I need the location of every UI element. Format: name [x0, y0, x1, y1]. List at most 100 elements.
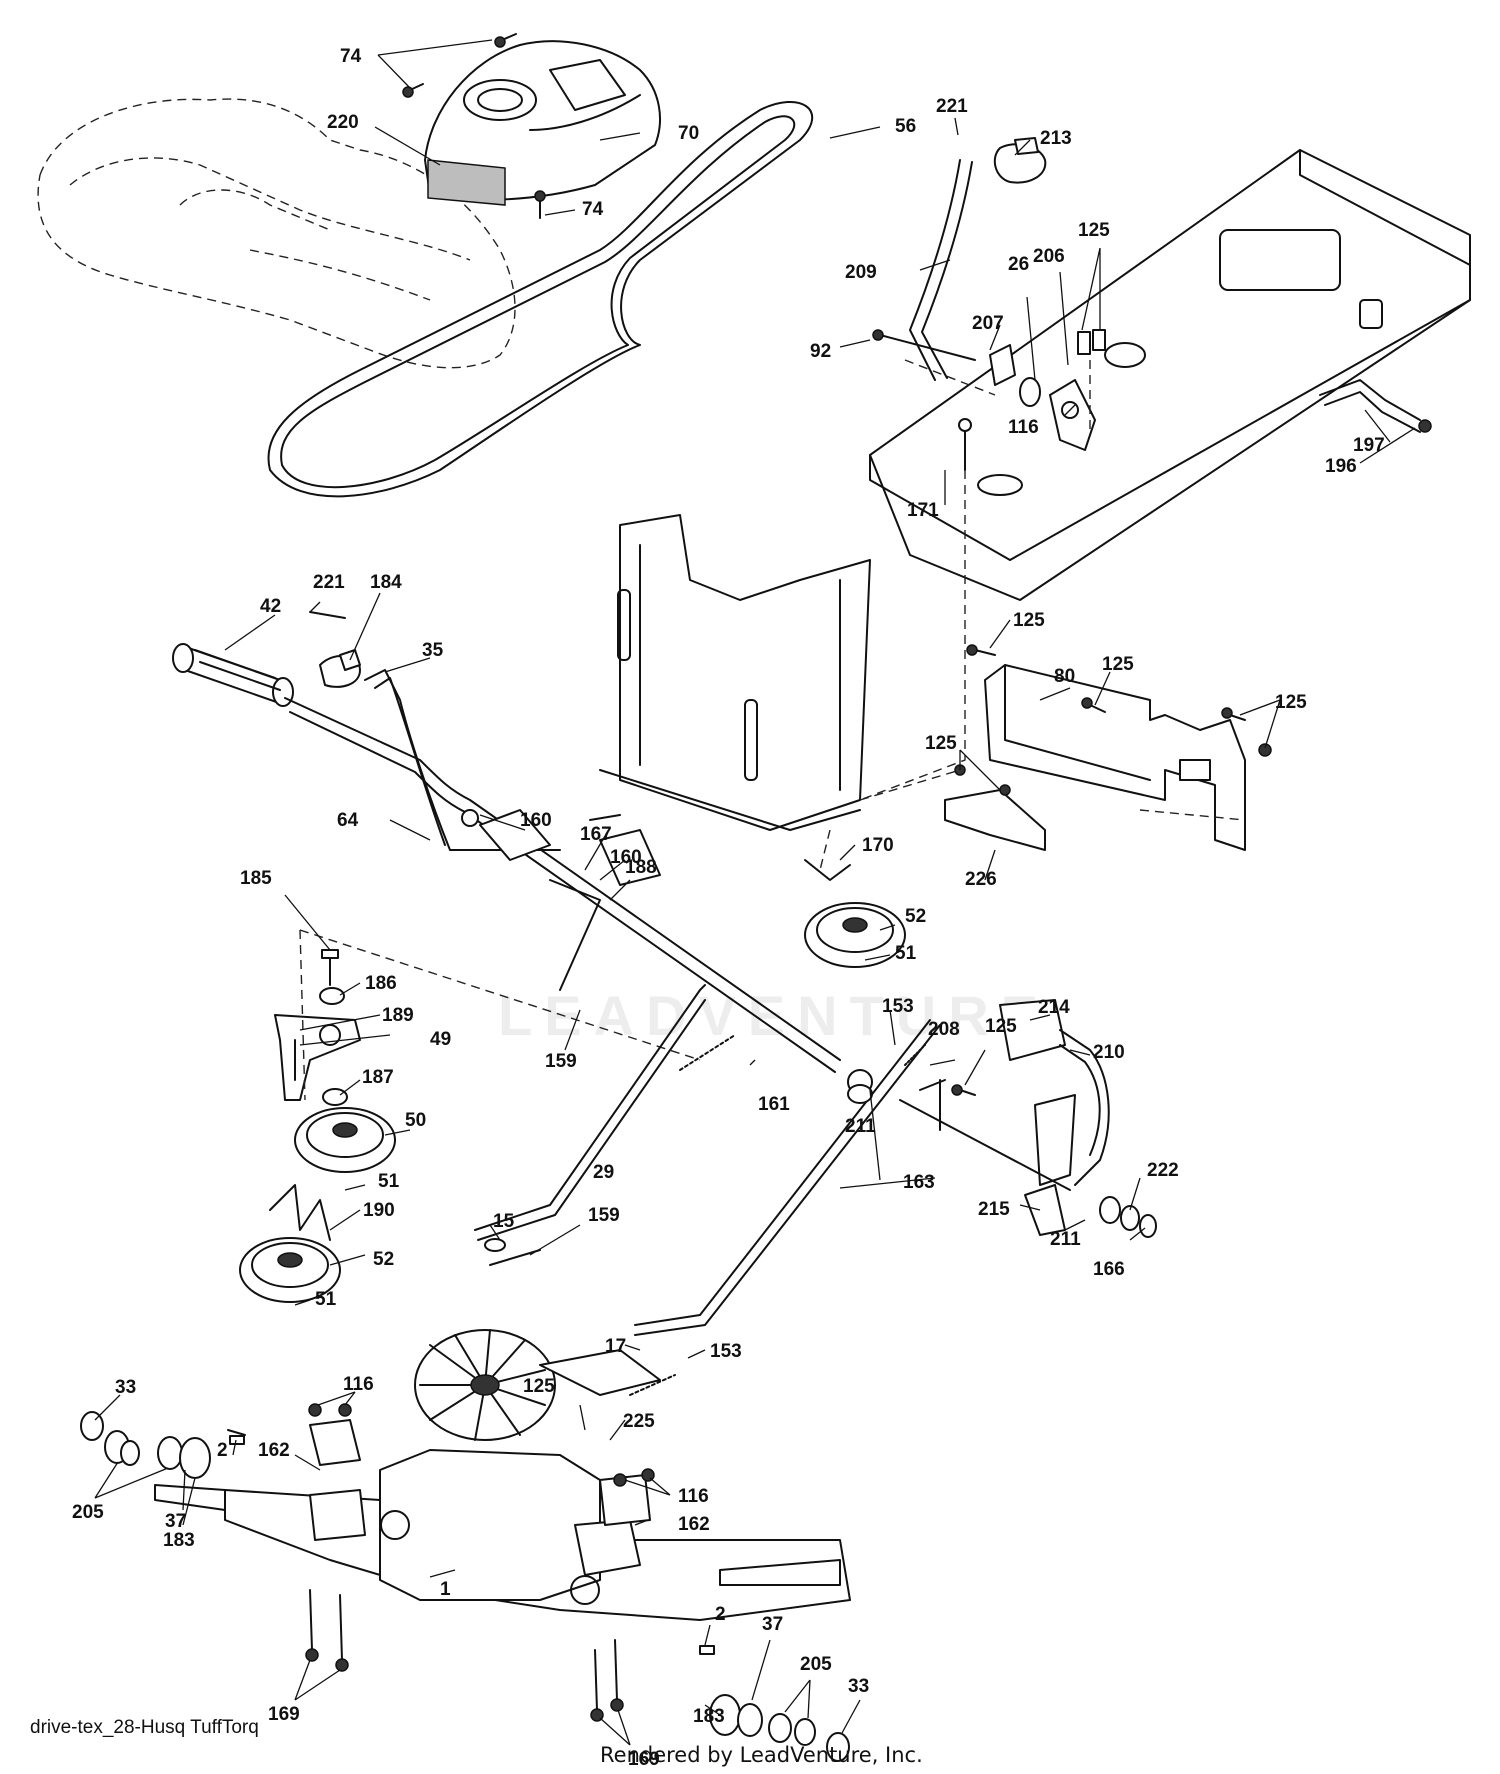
callout-211: 211 — [1050, 1229, 1081, 1250]
callout-221: 221 — [313, 572, 345, 593]
callout-210: 210 — [1093, 1042, 1125, 1063]
callout-116: 116 — [1008, 417, 1039, 438]
callout-188: 188 — [625, 857, 657, 878]
washers-and-pins — [484, 1084, 873, 1266]
callout-56: 56 — [895, 116, 916, 137]
callout-162: 162 — [258, 1440, 290, 1461]
callout-209: 209 — [845, 262, 877, 283]
idler-bracket — [274, 949, 361, 1106]
callout-163: 163 — [903, 1172, 935, 1193]
callout-205: 205 — [800, 1654, 832, 1675]
callout-208: 208 — [928, 1019, 960, 1040]
callout-153: 153 — [710, 1341, 742, 1362]
diagram-caption: drive-tex_28-Husq TuffTorq — [30, 1717, 259, 1738]
callout-187: 187 — [362, 1067, 394, 1088]
transaxle — [154, 1329, 851, 1621]
pulley-52-lower — [239, 1237, 341, 1303]
drive-belt — [267, 101, 814, 498]
callout-1: 1 — [440, 1579, 451, 1600]
callout-167: 167 — [580, 824, 612, 845]
fender-cover — [424, 40, 661, 206]
callout-215: 215 — [978, 1199, 1010, 1220]
watermark: LEADVENTURE — [498, 984, 1051, 1047]
render-credit: Rendered by LeadVenture, Inc. — [600, 1743, 923, 1767]
lift-lever — [909, 137, 1047, 381]
callout-labels: 74 220 70 74 56 221 213 125 206 26 209 2… — [72, 46, 1385, 1770]
callout-221: 221 — [936, 96, 968, 117]
callout-162: 162 — [678, 1514, 710, 1535]
callout-125: 125 — [1078, 220, 1110, 241]
callout-160: 160 — [610, 847, 642, 868]
callout-2: 2 — [217, 1440, 228, 1461]
callout-183: 183 — [693, 1706, 725, 1727]
pulley-50 — [294, 1107, 396, 1173]
callout-74: 74 — [582, 199, 604, 220]
callout-125: 125 — [985, 1016, 1017, 1037]
rod-163 — [634, 1019, 941, 1336]
callout-185: 185 — [240, 868, 272, 889]
callout-51: 51 — [315, 1289, 337, 1310]
callout-74: 74 — [340, 46, 362, 67]
lift-bracket — [872, 329, 1106, 471]
callout-183: 183 — [163, 1530, 195, 1551]
bolts-125 — [951, 644, 1272, 1096]
callout-64: 64 — [337, 810, 359, 831]
callout-2: 2 — [715, 1604, 726, 1625]
callout-49: 49 — [430, 1029, 451, 1050]
callout-26: 26 — [1008, 254, 1029, 275]
callout-37: 37 — [762, 1614, 783, 1635]
callout-171: 171 — [907, 500, 939, 521]
callout-125: 125 — [1275, 692, 1307, 713]
chassis-frame — [599, 149, 1471, 831]
callout-159: 159 — [545, 1051, 577, 1072]
callout-220: 220 — [327, 112, 359, 133]
rod-197 — [1319, 379, 1432, 433]
callout-214: 214 — [1038, 997, 1070, 1018]
callout-159: 159 — [588, 1205, 620, 1226]
callout-169: 169 — [628, 1749, 660, 1770]
fan-blades — [419, 1329, 546, 1441]
callout-125: 125 — [925, 733, 957, 754]
drive-shaft-64 — [284, 697, 873, 1095]
callout-125: 125 — [523, 1376, 555, 1397]
pulley-52-upper — [804, 902, 906, 968]
shift-rod — [364, 669, 561, 851]
callout-125: 125 — [1102, 654, 1134, 675]
callout-51: 51 — [895, 943, 917, 964]
callout-169: 169 — [268, 1704, 300, 1725]
callout-29: 29 — [593, 1162, 614, 1183]
callout-222: 222 — [1147, 1160, 1179, 1181]
callout-225: 225 — [623, 1411, 655, 1432]
callout-52: 52 — [373, 1249, 394, 1270]
callout-17: 17 — [605, 1336, 626, 1357]
callout-37: 37 — [165, 1511, 186, 1532]
hand-grip — [172, 611, 361, 707]
callout-170: 170 — [862, 835, 894, 856]
callout-189: 189 — [382, 1005, 414, 1026]
callout-206: 206 — [1033, 246, 1065, 267]
callout-213: 213 — [1040, 128, 1072, 149]
callout-166: 166 — [1093, 1259, 1125, 1280]
rod-29 — [474, 984, 706, 1241]
pedal-assembly — [899, 999, 1157, 1238]
seat-outline — [37, 98, 516, 369]
callout-190: 190 — [363, 1200, 395, 1221]
callout-186: 186 — [365, 973, 397, 994]
callout-33: 33 — [115, 1377, 136, 1398]
callout-116: 116 — [678, 1486, 709, 1507]
callout-92: 92 — [810, 341, 831, 362]
callout-50: 50 — [405, 1110, 426, 1131]
callout-226: 226 — [965, 869, 997, 890]
callout-80: 80 — [1054, 666, 1075, 687]
callout-211: 211 — [845, 1116, 876, 1137]
callout-196: 196 — [1325, 456, 1357, 477]
callout-15: 15 — [493, 1211, 515, 1232]
callout-116: 116 — [343, 1374, 374, 1395]
screws-74 — [402, 33, 546, 219]
callout-42: 42 — [260, 596, 281, 617]
axle-hardware — [80, 1411, 850, 1762]
bracket-226 — [944, 789, 1046, 851]
callout-153: 153 — [882, 996, 914, 1017]
callout-207: 207 — [972, 313, 1004, 334]
